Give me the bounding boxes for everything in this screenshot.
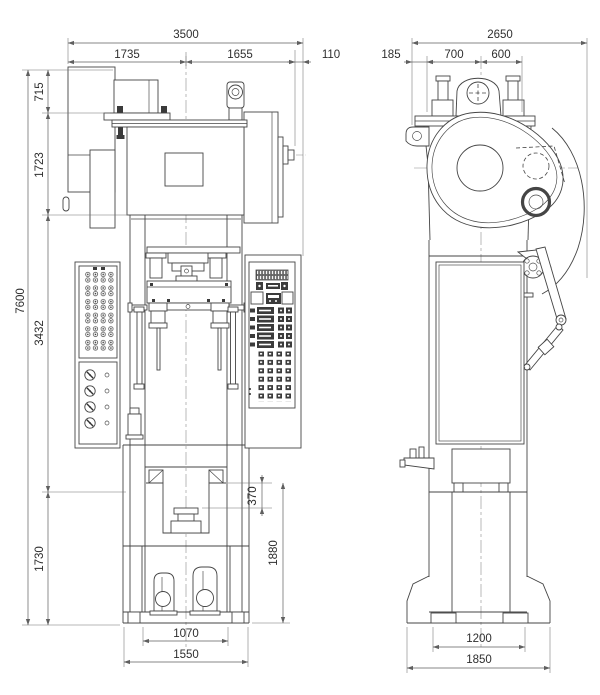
dim-foot-outer-width: 1550 bbox=[173, 649, 199, 661]
switch-grid[interactable] bbox=[257, 350, 293, 402]
dim-front-width-left: 1735 bbox=[114, 49, 140, 61]
dim-side-depth-rear: 600 bbox=[491, 49, 510, 61]
dim-foot-outer-depth: 1850 bbox=[466, 654, 492, 666]
front-control-cabinet bbox=[74, 261, 121, 449]
dim-front-top-height: 715 bbox=[34, 82, 46, 101]
dim-table-height: 1880 bbox=[268, 540, 280, 566]
front-view-dimensions: 3500 1735 1655 110 7600 715 1723 3432 17… bbox=[15, 29, 340, 667]
dim-front-overhang: 110 bbox=[322, 49, 340, 61]
button-grid[interactable] bbox=[84, 271, 115, 352]
front-view-drawing bbox=[62, 66, 295, 624]
dim-side-overall-depth: 2650 bbox=[487, 29, 513, 41]
dim-foot-inner-depth: 1200 bbox=[466, 633, 492, 645]
dim-side-depth-front: 700 bbox=[444, 49, 463, 61]
front-electrical-panel bbox=[244, 254, 302, 449]
dim-table-to-cushion: 370 bbox=[247, 486, 259, 505]
dim-front-overall-width: 3500 bbox=[173, 29, 199, 41]
side-view-dimensions: 2650 185 700 600 1200 1850 bbox=[381, 29, 588, 673]
dim-front-overall-height: 7600 bbox=[15, 288, 27, 314]
dim-side-front-overhang: 185 bbox=[381, 49, 400, 61]
dim-foot-inner-width: 1070 bbox=[173, 628, 199, 640]
dim-front-middle-height: 3432 bbox=[34, 320, 46, 346]
dim-front-width-right: 1655 bbox=[227, 49, 253, 61]
dim-front-base-height: 1730 bbox=[34, 546, 46, 572]
dim-front-crown-height: 1723 bbox=[34, 152, 46, 178]
side-view-drawing bbox=[399, 75, 585, 624]
